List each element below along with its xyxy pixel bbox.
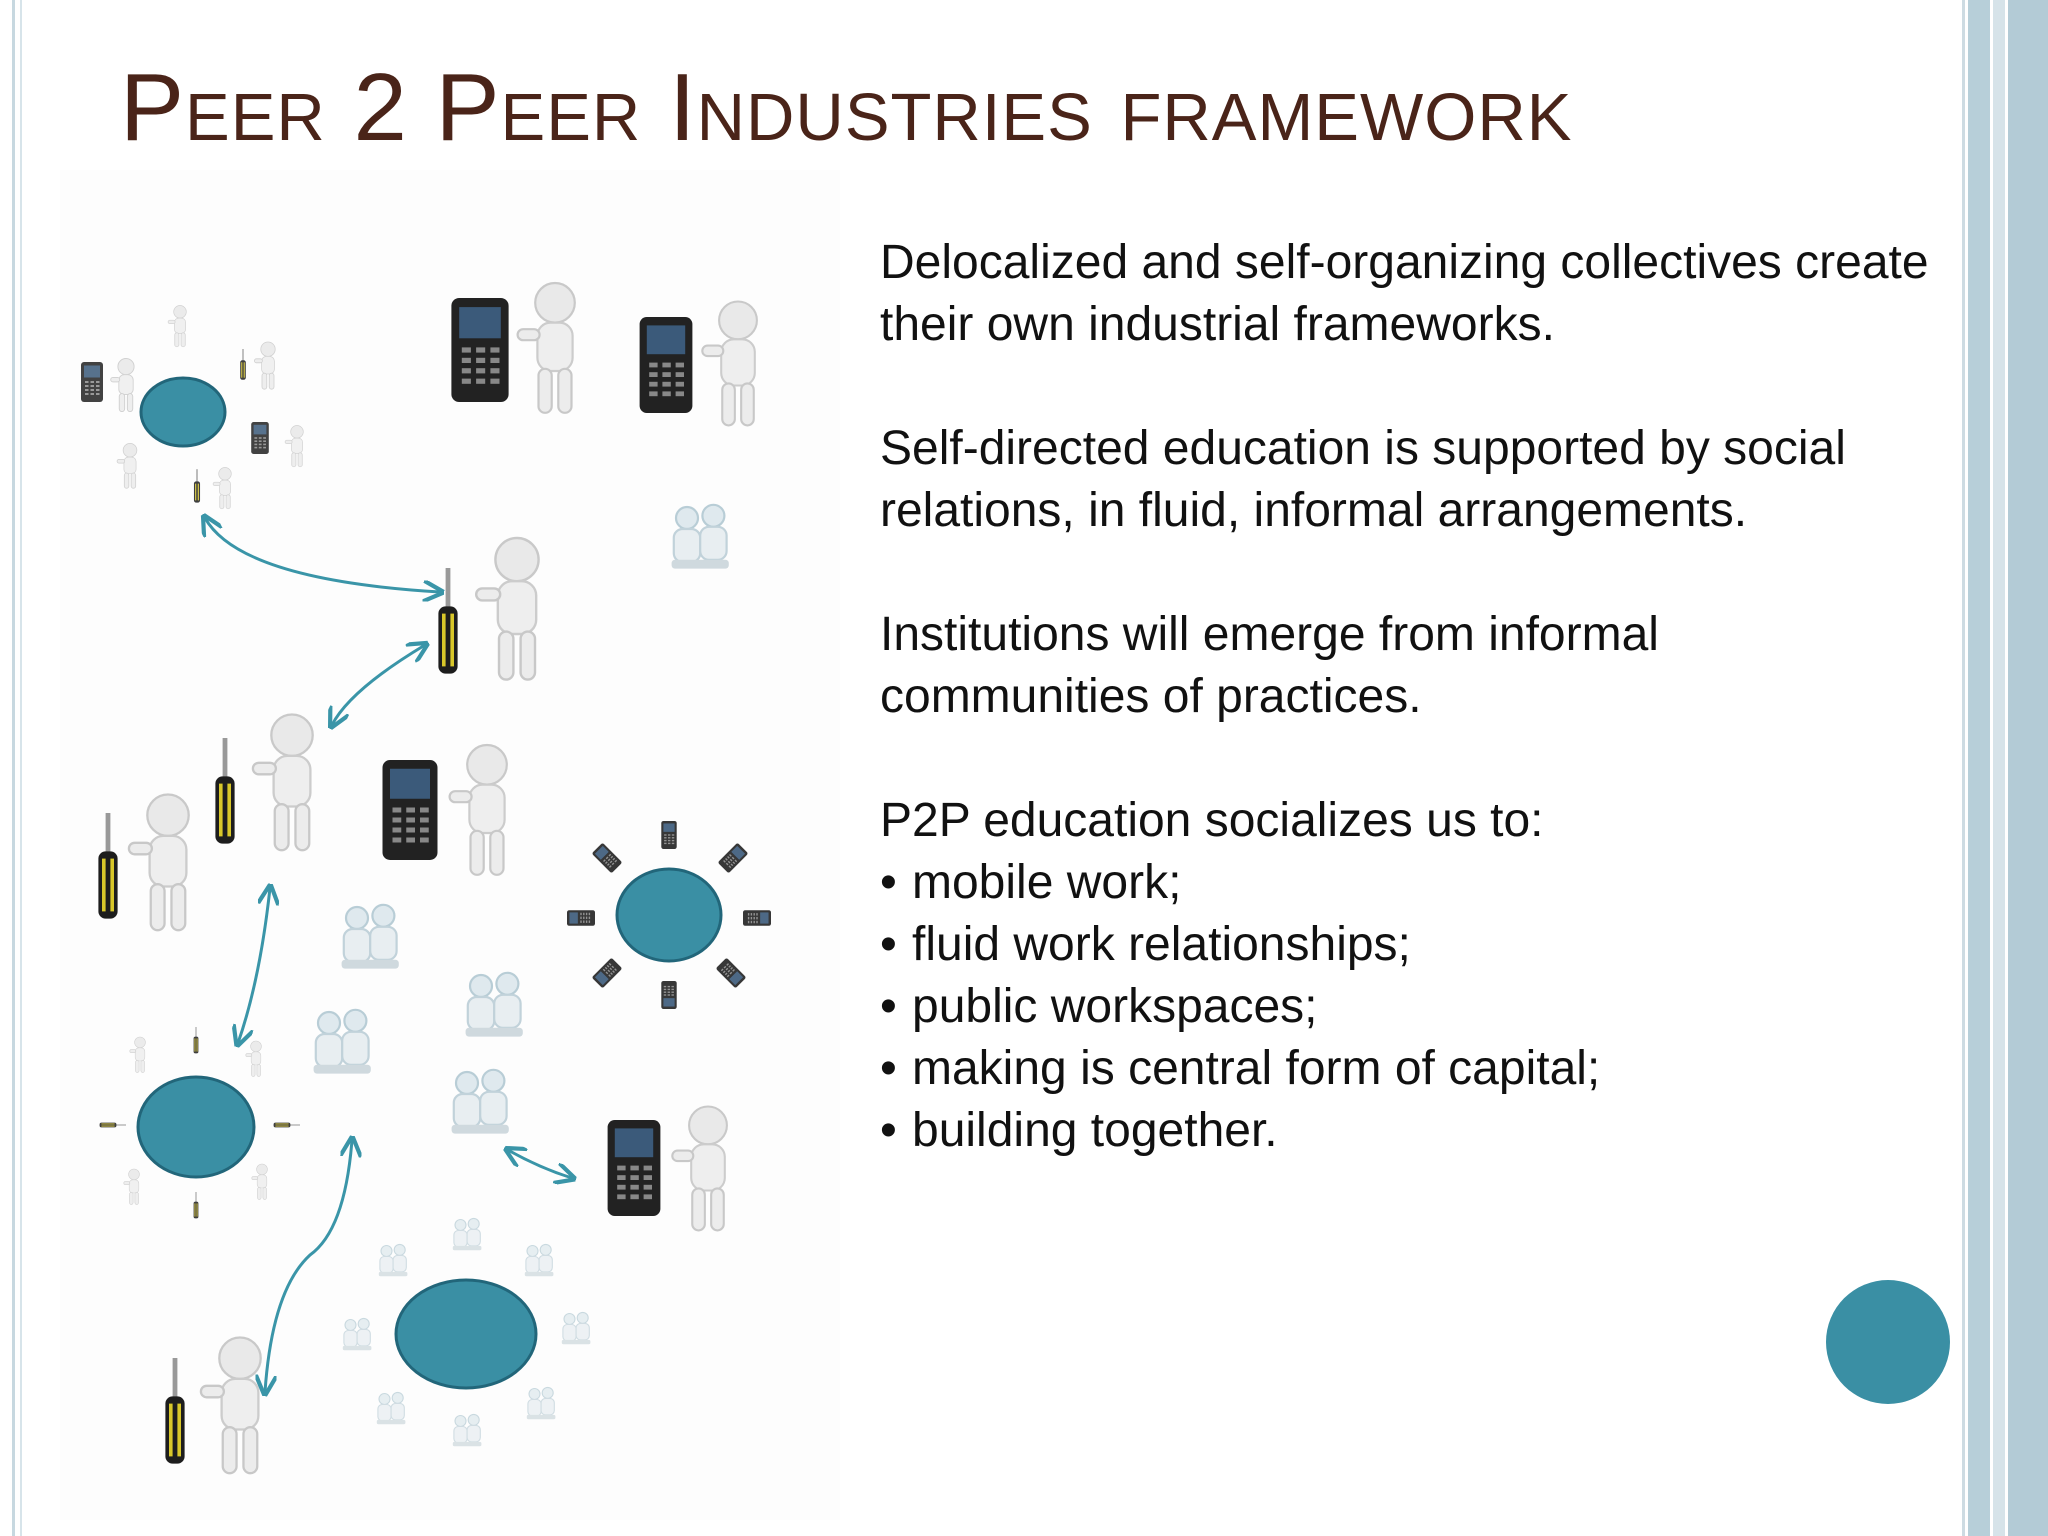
phone-icon — [382, 760, 438, 860]
phone-icon — [639, 317, 693, 413]
frame-stripe-right — [1962, 0, 1965, 1536]
hub-circle-icon — [136, 1075, 256, 1179]
frame-stripe-right — [2008, 0, 2048, 1536]
figure-icon — [251, 713, 314, 852]
bullet-icon: • — [880, 918, 897, 971]
figure-icon — [475, 536, 540, 681]
bullet-list: • mobile work; • fluid work relationships;… — [880, 852, 1940, 1162]
figure-icon — [516, 281, 576, 414]
screwdriver-icon — [165, 1358, 185, 1464]
bullet-text: building together. — [912, 1104, 1278, 1157]
paragraph-education: Self-directed education is supported by … — [880, 422, 1846, 537]
slide-title: Peer 2 Peer Industries framework — [120, 54, 1573, 161]
bullet-icon: • — [880, 1042, 897, 1095]
bullet-item: • making is central form of capital; — [880, 1038, 1940, 1100]
hub-circle-icon — [615, 867, 723, 963]
figure-pair-icon — [464, 971, 524, 1038]
bullet-text: making is central form of capital; — [912, 1042, 1601, 1095]
bullet-icon: • — [880, 856, 897, 909]
frame-stripe-right — [1993, 0, 2005, 1536]
figure-icon — [448, 743, 508, 876]
figure-icon — [199, 1336, 262, 1475]
frame-line-left — [12, 0, 15, 1536]
bullet-text: public workspaces; — [912, 980, 1318, 1033]
bullet-text: fluid work relationships; — [912, 918, 1411, 971]
figure-icon — [127, 793, 190, 932]
hub-circle-icon — [139, 376, 227, 448]
bullet-item: • mobile work; — [880, 852, 1940, 914]
bullet-item: • public workspaces; — [880, 976, 1940, 1038]
connector-arrow — [508, 1150, 572, 1178]
list-intro: P2P education socializes us to: — [880, 794, 1544, 847]
frame-line-left-inner — [20, 0, 22, 1536]
bullet-icon: • — [880, 1104, 897, 1157]
bullet-icon: • — [880, 980, 897, 1033]
screwdriver-icon — [438, 568, 458, 674]
screwdriver-icon — [98, 813, 118, 919]
figure-icon — [671, 1105, 728, 1232]
corner-circle-icon — [1826, 1280, 1950, 1404]
connector-arrow — [205, 518, 440, 592]
figure-pair-icon — [670, 503, 730, 570]
frame-stripe-right — [1968, 0, 1990, 1536]
hub-circle-icon — [394, 1278, 538, 1390]
connection-arrows — [205, 518, 572, 1392]
screwdriver-icon — [215, 738, 235, 844]
bullet-item: • fluid work relationships; — [880, 914, 1940, 976]
figure-icon — [701, 300, 758, 427]
bullet-item: • building together. — [880, 1100, 1940, 1162]
connector-arrow — [238, 888, 270, 1043]
connector-arrow — [332, 645, 425, 725]
collectives-network-illustration — [60, 170, 840, 1520]
paragraph-collectives: Delocalized and self-organizing collecti… — [880, 236, 1929, 351]
figure-pair-icon — [450, 1068, 510, 1135]
slide-body: Delocalized and self-organizing collecti… — [880, 232, 1940, 1162]
connector-arrow — [265, 1140, 352, 1392]
figure-pair-icon — [340, 903, 400, 970]
bullet-text: mobile work; — [912, 856, 1182, 909]
figure-pair-icon — [312, 1008, 372, 1075]
phone-icon — [451, 298, 509, 402]
paragraph-institutions: Institutions will emerge from informal c… — [880, 608, 1659, 723]
phone-icon — [607, 1120, 661, 1216]
